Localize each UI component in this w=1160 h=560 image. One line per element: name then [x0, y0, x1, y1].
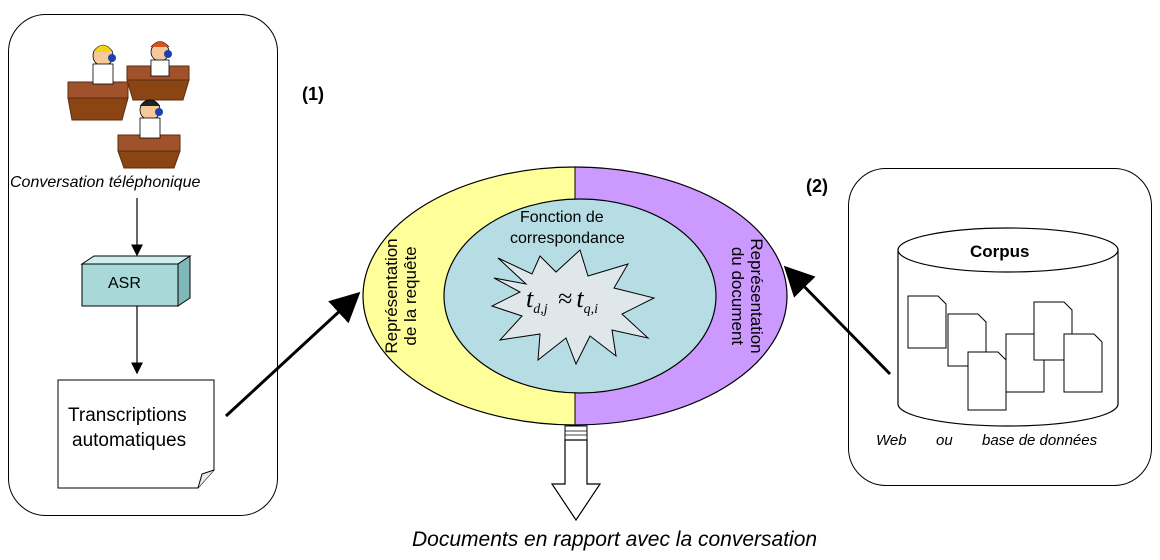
source-web-label: Web [876, 432, 907, 449]
arrow-document-input [783, 265, 892, 376]
matching-function-label-line1: Fonction de [520, 209, 604, 226]
corpus-label: Corpus [970, 242, 1030, 261]
document-representation-label: Représentation du document [728, 238, 766, 354]
transcriptions-label-line1: Transcriptions [68, 405, 187, 426]
step-1-label: (1) [302, 84, 324, 104]
asr-label: ASR [108, 275, 141, 292]
source-or-label: ou [936, 432, 953, 449]
output-arrow [550, 425, 602, 522]
arrow-query-input [224, 291, 361, 418]
asr-box [80, 255, 192, 307]
query-representation-label: Représentation de la requête [382, 238, 420, 354]
matching-function-label-line2: correspondance [510, 230, 625, 247]
output-label: Documents en rapport avec la conversatio… [412, 528, 818, 551]
source-db-label: base de données [982, 432, 1098, 449]
corpus-database-icon [897, 227, 1119, 427]
transcriptions-label-line2: automatiques [72, 430, 187, 451]
step-2-label: (2) [806, 176, 828, 196]
matching-burst [490, 249, 656, 366]
similarity-formula: td,j ≈tq,i [526, 284, 599, 318]
conversation-label: Conversation téléphonique [10, 174, 201, 191]
phone-operator-icon [67, 41, 190, 169]
